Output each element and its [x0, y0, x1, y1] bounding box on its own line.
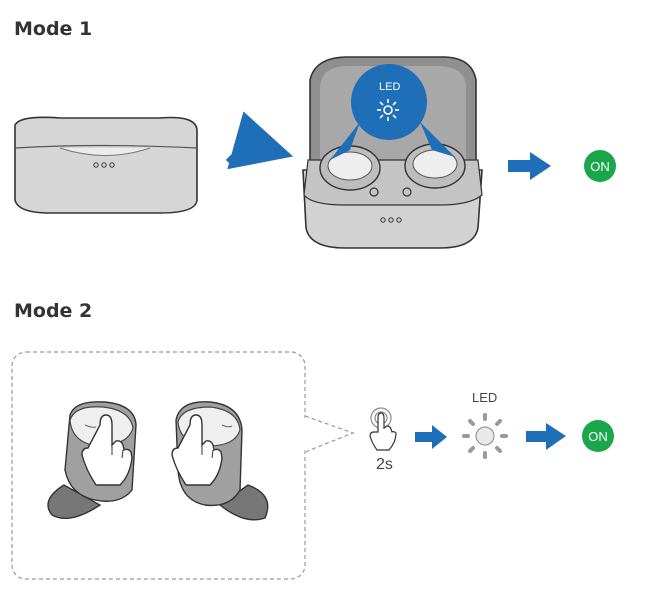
press-duration-label: 2s — [376, 456, 393, 473]
arrow-to-on-2 — [526, 423, 566, 450]
left-tap-hand-icon — [81, 414, 133, 486]
arrow-to-on-1 — [508, 152, 551, 180]
led-indicator-icon — [462, 413, 508, 459]
led-sun-icon — [377, 99, 399, 121]
led-callout — [330, 64, 455, 160]
mode1-on-badge: ON — [584, 150, 616, 182]
earbuds-dashed-panel — [11, 351, 306, 580]
arrow-to-led — [415, 425, 447, 449]
right-tap-hand-icon — [171, 414, 223, 486]
mode1-title: Mode 1 — [14, 18, 93, 40]
tap-gesture-icon — [369, 407, 397, 451]
mode1-led-label: LED — [379, 81, 401, 93]
mode2-on-badge: ON — [582, 420, 614, 452]
closed-charging-case — [14, 116, 198, 214]
open-arrow — [225, 111, 294, 170]
mode2-title: Mode 2 — [14, 300, 93, 322]
mode2-led-label: LED — [472, 390, 498, 405]
